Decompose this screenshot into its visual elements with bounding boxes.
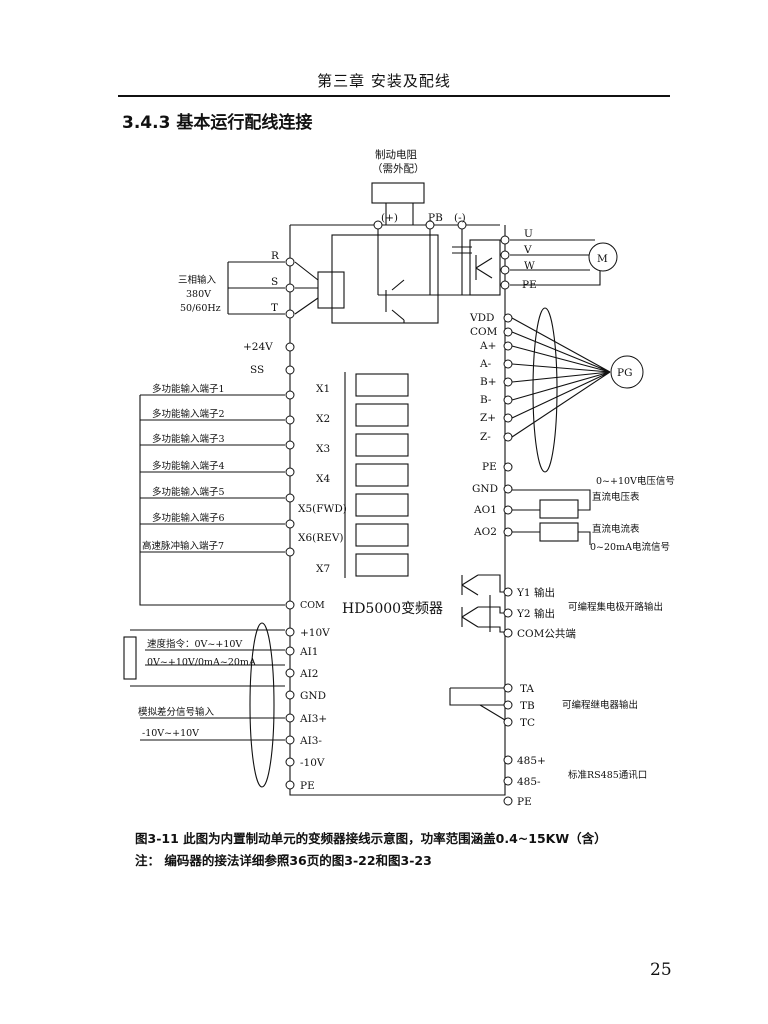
- ao-gnd: GND: [472, 483, 498, 495]
- output-w: W: [524, 260, 535, 272]
- enc-vdd: VDD: [469, 312, 494, 324]
- input-desc-7: 高速脉冲输入端子7: [142, 540, 224, 552]
- figure-caption: 图3-11 此图为内置制动单元的变频器接线示意图，功率范围涵盖0.4~15KW（…: [135, 831, 607, 846]
- figure-note: 注： 编码器的接法详细参照36页的图3-22和图3-23: [135, 853, 432, 868]
- an-minus10v: -10V: [300, 757, 325, 769]
- diff-range-label: -10V~+10V: [142, 728, 199, 739]
- brake-resistor-box: [371, 182, 425, 204]
- current-signal-label: 0~20mA电流信号: [590, 541, 670, 553]
- voltmeter-label: 直流电压表: [592, 491, 640, 503]
- analog-range-label: 0V~+10V/0mA~20mA: [147, 657, 256, 668]
- terminal-r: R: [271, 250, 280, 262]
- diff-input-label: 模拟差分信号输入: [138, 706, 215, 718]
- oc-y2: Y2 输出: [516, 607, 555, 620]
- ao-ao1: AO1: [473, 504, 497, 516]
- dc-pb-label: PB: [428, 212, 443, 224]
- ao-ao2: AO2: [473, 526, 497, 538]
- power-input-voltage: 380V: [186, 289, 211, 300]
- input-term-x4: X4: [316, 473, 330, 485]
- input-term-x5: X5(FWD): [298, 503, 347, 515]
- brake-resistor-label: 制动电阻: [375, 148, 417, 161]
- input-desc-2: 多功能输入端子2: [152, 408, 225, 420]
- relay-tb: TB: [520, 700, 535, 712]
- power-input-frequency: 50/60Hz: [180, 303, 221, 314]
- motor-icon: [588, 242, 618, 272]
- input-term-x1: X1: [316, 383, 330, 395]
- output-pe: PE: [522, 279, 537, 291]
- chapter-header: 第三章 安装及配线: [317, 72, 451, 90]
- input-desc-5: 多功能输入端子5: [152, 486, 225, 498]
- encoder-pg-icon: [610, 355, 644, 389]
- brake-resistor-note: （需外配）: [372, 163, 425, 175]
- header-rule: [118, 95, 670, 97]
- motor-label: M: [597, 253, 608, 265]
- input-desc-6: 多功能输入端子6: [152, 512, 225, 524]
- enc-a-minus: A-: [479, 358, 492, 370]
- oc-y1: Y1 输出: [516, 586, 555, 599]
- enc-b-plus: B+: [480, 376, 497, 388]
- relay-tc: TC: [520, 717, 535, 729]
- ammeter-label: 直流电流表: [592, 523, 640, 535]
- rs485-pe: PE: [517, 796, 532, 808]
- terminal-t: T: [271, 302, 278, 314]
- input-desc-4: 多功能输入端子4: [152, 460, 225, 472]
- term-24v: +24V: [243, 341, 273, 353]
- enc-z-plus: Z+: [480, 412, 496, 424]
- inverter-label: HD5000变频器: [342, 601, 443, 617]
- an-10v: +10V: [300, 627, 330, 639]
- rs485-desc: 标准RS485通讯口: [568, 769, 647, 781]
- dc-plus-label: (+): [381, 212, 398, 224]
- enc-b-minus: B-: [480, 394, 492, 406]
- section-title: 3.4.3 基本运行配线连接: [122, 113, 313, 133]
- an-ai3-minus: AI3-: [299, 735, 322, 747]
- input-term-x7: X7: [316, 563, 330, 575]
- rs485-plus: 485+: [517, 755, 546, 767]
- enc-com: COM: [470, 326, 498, 338]
- an-gnd: GND: [300, 690, 326, 702]
- voltage-signal-label: 0~+10V电压信号: [596, 475, 675, 487]
- relay-desc: 可编程继电器输出: [562, 699, 638, 711]
- term-ss: SS: [250, 364, 264, 376]
- input-desc-1: 多功能输入端子1: [152, 383, 225, 395]
- enc-pe: PE: [482, 461, 497, 473]
- speed-cmd-label: 速度指令：0V~+10V: [147, 638, 242, 650]
- term-com: COM: [300, 600, 325, 611]
- oc-desc: 可编程集电极开路输出: [568, 601, 663, 613]
- terminal-s: S: [271, 276, 278, 288]
- an-ai1: AI1: [299, 646, 318, 658]
- input-term-x6: X6(REV): [298, 532, 344, 544]
- power-input-label: 三相输入: [178, 274, 217, 286]
- dc-minus-label: (-): [454, 212, 466, 224]
- oc-com: COM公共端: [517, 627, 576, 640]
- enc-a-plus: A+: [479, 340, 496, 352]
- input-term-x3: X3: [316, 443, 330, 455]
- relay-ta: TA: [520, 683, 534, 695]
- input-term-x2: X2: [316, 413, 330, 425]
- an-ai3-plus: AI3+: [299, 713, 327, 725]
- an-pe: PE: [300, 780, 315, 792]
- rs485-minus: 485-: [517, 776, 541, 788]
- output-u: U: [524, 228, 533, 240]
- input-desc-3: 多功能输入端子3: [152, 433, 225, 445]
- page-number: 25: [650, 960, 672, 980]
- an-ai2: AI2: [299, 668, 318, 680]
- encoder-label: PG: [617, 367, 632, 379]
- enc-z-minus: Z-: [480, 431, 491, 443]
- output-v: V: [523, 244, 532, 256]
